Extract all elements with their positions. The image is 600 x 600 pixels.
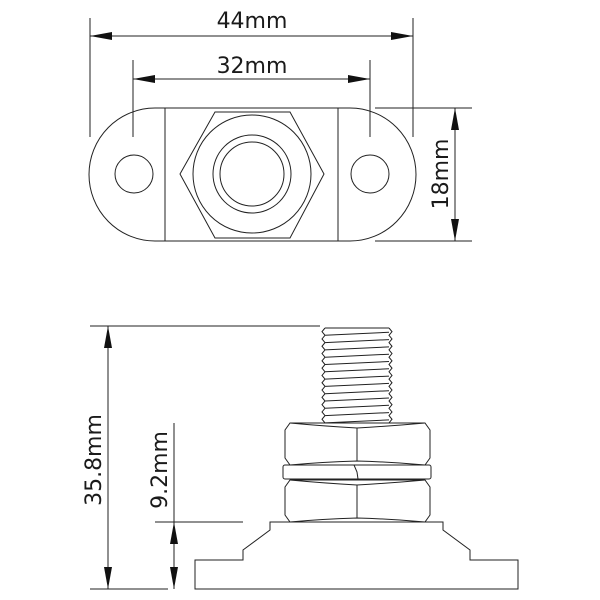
dimension-9-2mm: 9.2mm	[148, 423, 243, 589]
dimension-44mm: 44mm	[89, 9, 414, 137]
mounting-hole-left	[114, 154, 154, 194]
base-plate-profile	[194, 521, 519, 590]
upper-nut	[284, 422, 431, 466]
mounting-hole-right	[350, 154, 390, 194]
dimension-label: 44mm	[217, 9, 288, 34]
hex-nut	[179, 111, 325, 239]
dimension-label: 32mm	[217, 54, 288, 79]
dimension-32mm: 32mm	[132, 54, 371, 137]
side-view: 35.8mm 9.2mm	[82, 325, 519, 590]
base-plate-outline	[88, 107, 417, 242]
washer	[282, 464, 432, 480]
dimension-label: 9.2mm	[148, 431, 173, 509]
dimension-18mm: 18mm	[375, 107, 472, 242]
stud-outer-circle	[212, 134, 292, 214]
top-view: 44mm 32mm 18mm	[88, 9, 472, 242]
stud-inner-circle	[219, 141, 285, 207]
threaded-stud	[321, 327, 393, 424]
nut-face-circle	[192, 114, 312, 234]
lower-nut	[284, 479, 431, 523]
dimension-label: 18mm	[429, 139, 454, 210]
dimension-label: 35.8mm	[82, 414, 107, 506]
dimension-35-8mm: 35.8mm	[82, 325, 320, 590]
